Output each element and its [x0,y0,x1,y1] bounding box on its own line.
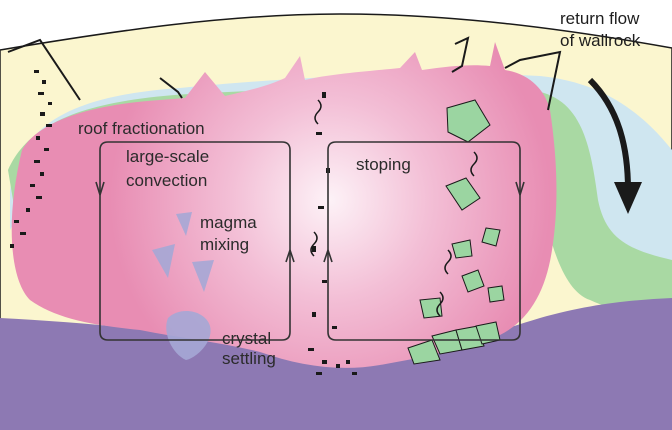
label-magma-2: mixing [200,235,249,254]
label-return-flow-1: return flow [560,9,640,28]
label-crystal-1: crystal [222,329,271,348]
label-large-scale-2: convection [126,171,207,190]
label-roof-fractionation: roof fractionation [78,119,205,138]
label-return-flow-2: of wallrock [560,31,641,50]
label-magma-1: magma [200,213,257,232]
label-large-scale-1: large-scale [126,147,209,166]
label-crystal-2: settling [222,349,276,368]
label-stoping: stoping [356,155,411,174]
